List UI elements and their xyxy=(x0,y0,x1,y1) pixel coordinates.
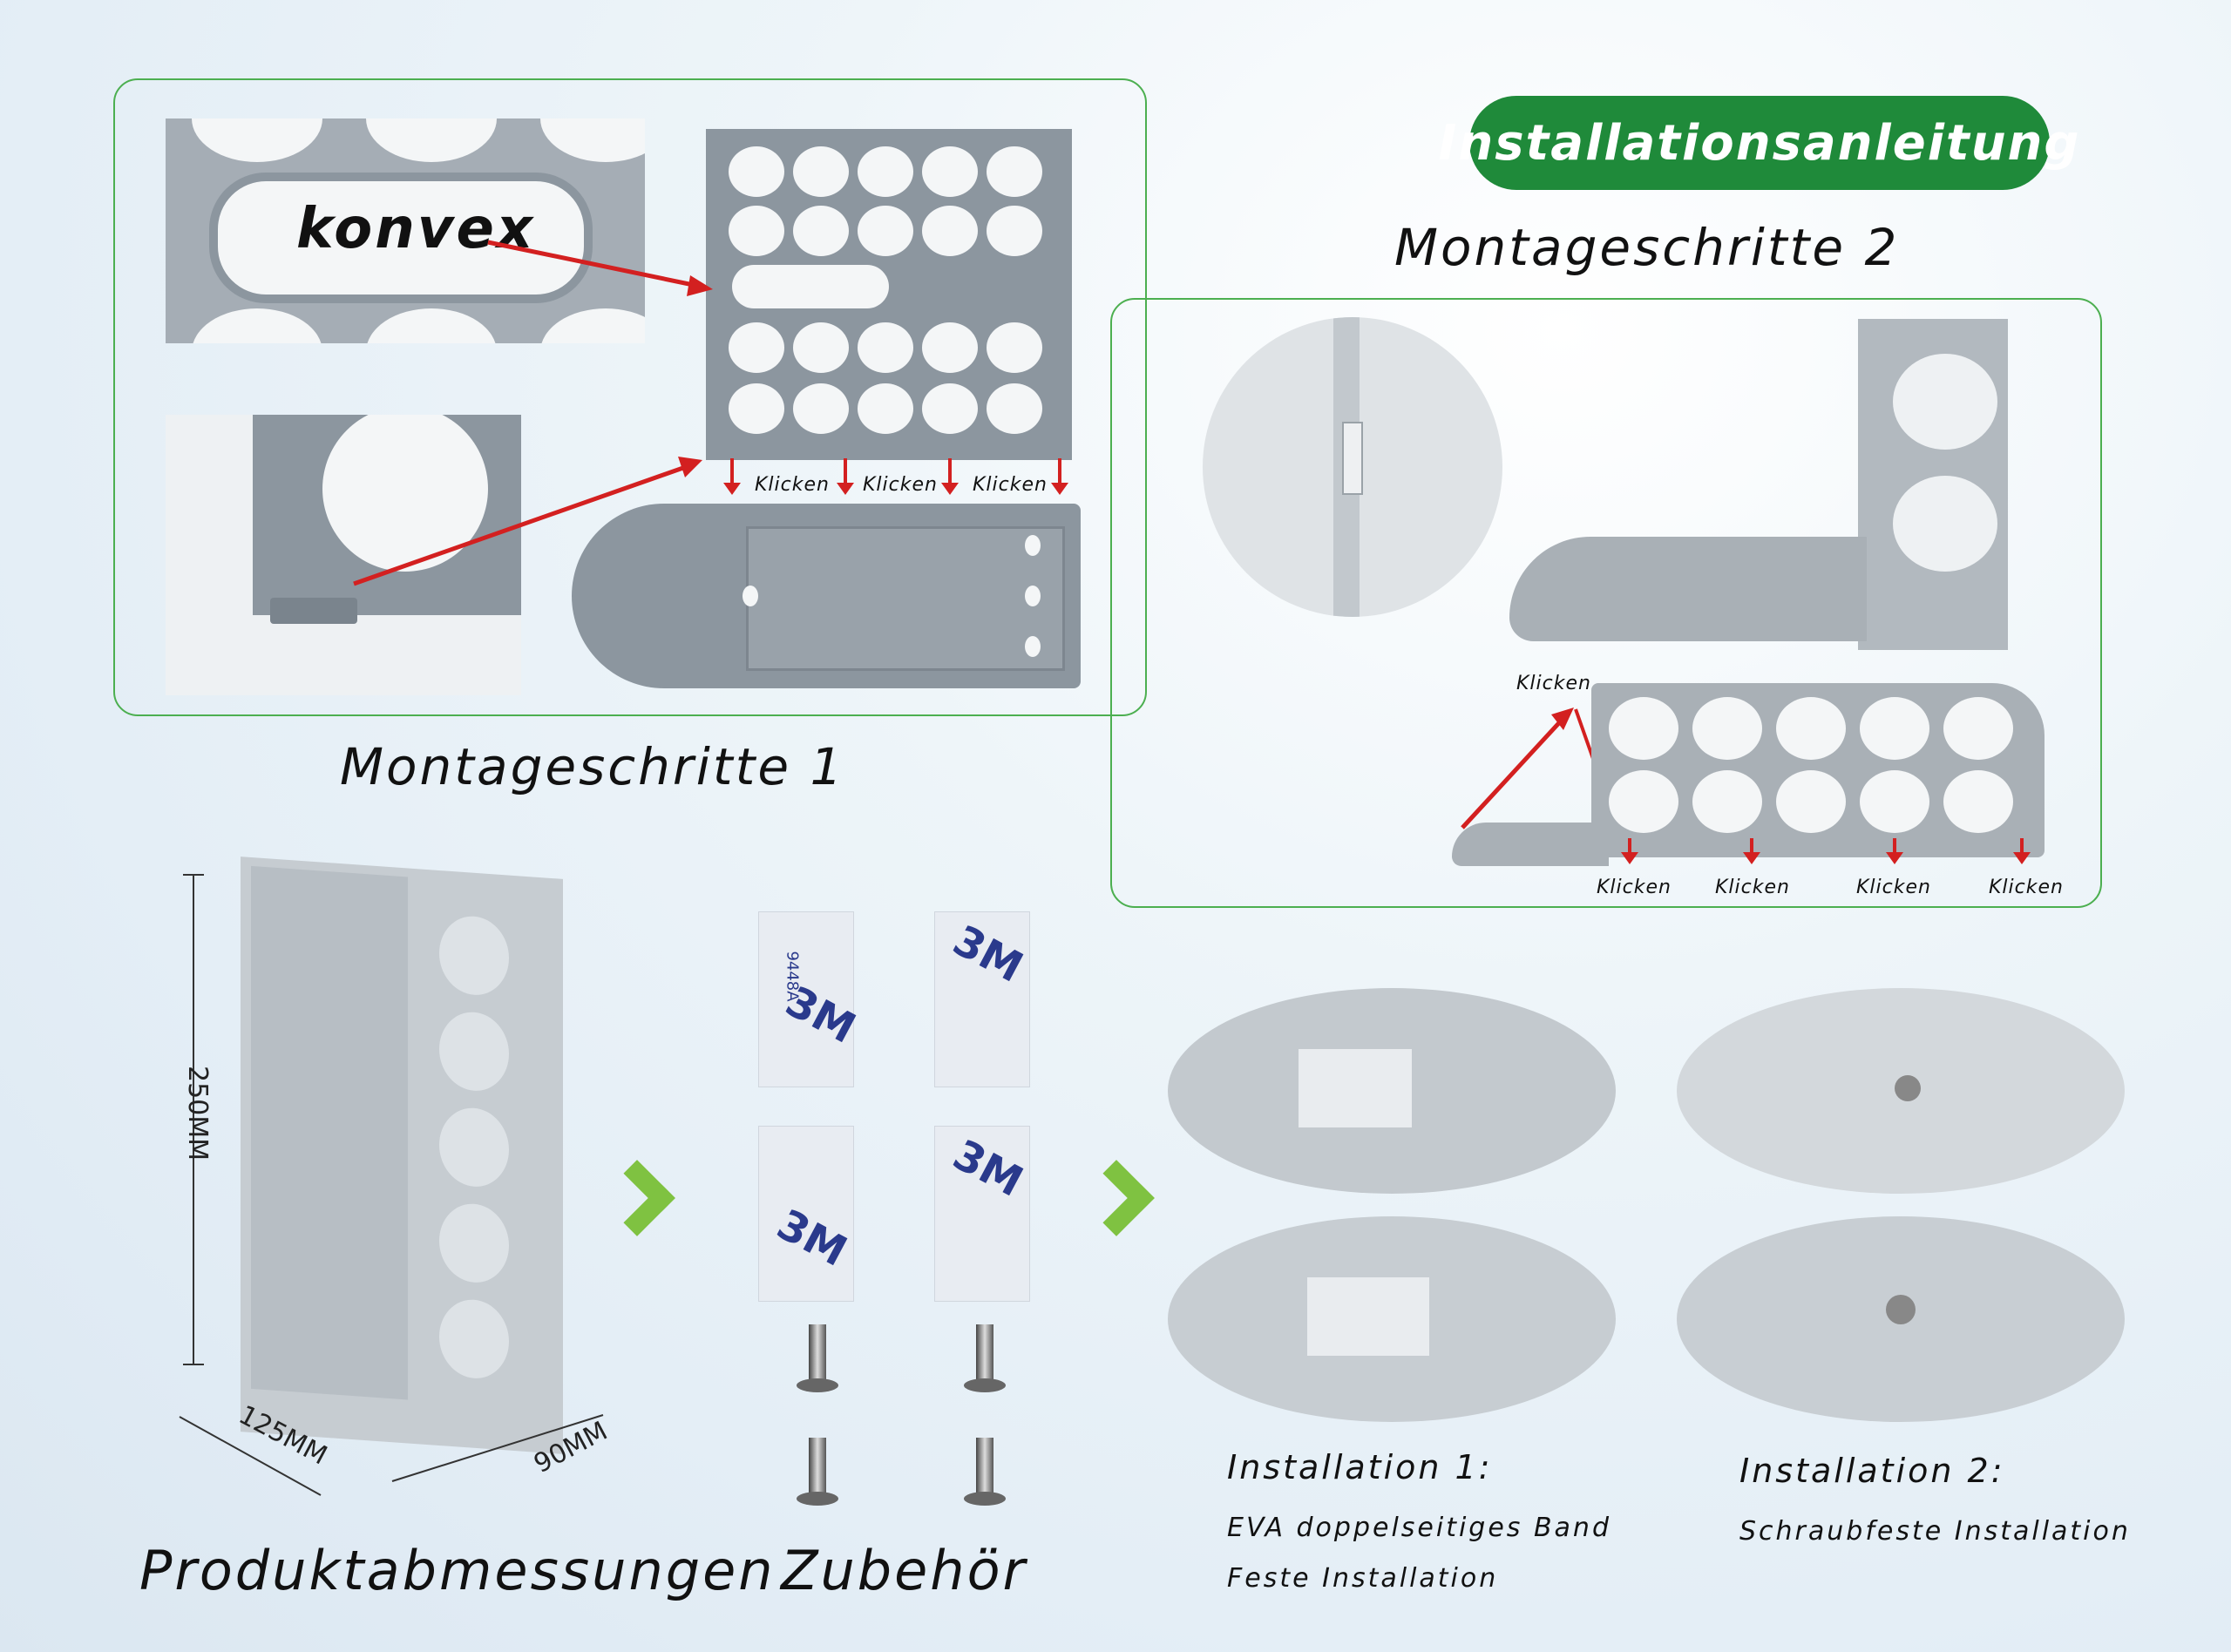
base-plate-photo xyxy=(572,504,1081,688)
red-arrow-bottom-4 xyxy=(2013,838,2031,864)
title-badge: Installationsanleitung xyxy=(1438,96,2079,190)
dimensions-title: Produktabmessungen xyxy=(139,1539,776,1602)
step2-klick-2: Klicken xyxy=(1715,877,1790,898)
accessories-title: Zubehör xyxy=(781,1539,1027,1602)
tape-brand-2: 3M xyxy=(945,916,1031,992)
convex-label: konvex xyxy=(296,197,536,261)
red-arrow-down-3 xyxy=(941,458,959,495)
step1-klick-2: Klicken xyxy=(863,474,938,496)
step2-klick-4: Klicken xyxy=(1989,877,2064,898)
red-arrow-bottom-3 xyxy=(1886,838,1903,864)
zoom-circle-slot xyxy=(1203,317,1502,617)
red-arrow-down-4 xyxy=(1051,458,1068,495)
red-arrow-down-2 xyxy=(837,458,854,495)
step1-klick-1: Klicken xyxy=(755,474,830,496)
tape-strip-1: 3M xyxy=(758,911,864,1087)
step2-klick-3: Klicken xyxy=(1856,877,1931,898)
step1-klick-3: Klicken xyxy=(973,474,1048,496)
step2-klick-1: Klicken xyxy=(1597,877,1672,898)
install1-line2: Feste Installation xyxy=(1227,1563,1499,1594)
tape-strip-3: 3M xyxy=(758,1126,855,1302)
step2-panel xyxy=(1110,298,2102,908)
screw-icon-4 xyxy=(964,1438,1006,1506)
zoom-photo-convex: konvex xyxy=(166,118,645,343)
screw-icon-2 xyxy=(964,1324,1006,1392)
step2-title: Montageschritte 2 xyxy=(1394,218,1900,277)
install2-photo-bottom xyxy=(1677,1216,2125,1422)
tape-strip-2: 3M xyxy=(934,911,1031,1087)
tape-code-label: 9448A xyxy=(783,951,802,1002)
tape-brand-4: 3M xyxy=(945,1130,1031,1207)
red-arrow-down-1 xyxy=(723,458,741,495)
zoom-photo-tab xyxy=(166,415,521,695)
step1-panel xyxy=(113,78,1147,716)
red-arrow-bottom-1 xyxy=(1621,838,1638,864)
height-label: 250MM xyxy=(182,1065,214,1161)
install1-photo-bottom xyxy=(1168,1216,1616,1422)
install1-title: Installation 1: xyxy=(1227,1448,1493,1486)
tape-brand-3: 3M xyxy=(769,1200,855,1276)
screw-icon-3 xyxy=(797,1438,838,1506)
install1-photo-top xyxy=(1168,988,1616,1194)
assembly-photo-side xyxy=(1509,319,2008,653)
install1-line1: EVA doppelseitiges Band xyxy=(1227,1513,1611,1543)
panel-grid-photo xyxy=(706,129,1072,460)
step1-title: Montageschritte 1 xyxy=(340,737,845,796)
install2-photo-top xyxy=(1677,988,2125,1194)
tape-strip-4: 3M xyxy=(934,1126,1031,1302)
red-arrow-bottom-2 xyxy=(1743,838,1760,864)
install2-line1: Schraubfeste Installation xyxy=(1739,1516,2131,1547)
step2-klick-top: Klicken xyxy=(1516,673,1591,694)
assembled-rack-photo xyxy=(1452,683,2053,871)
screw-icon-1 xyxy=(797,1324,838,1392)
install2-title: Installation 2: xyxy=(1739,1452,2005,1490)
